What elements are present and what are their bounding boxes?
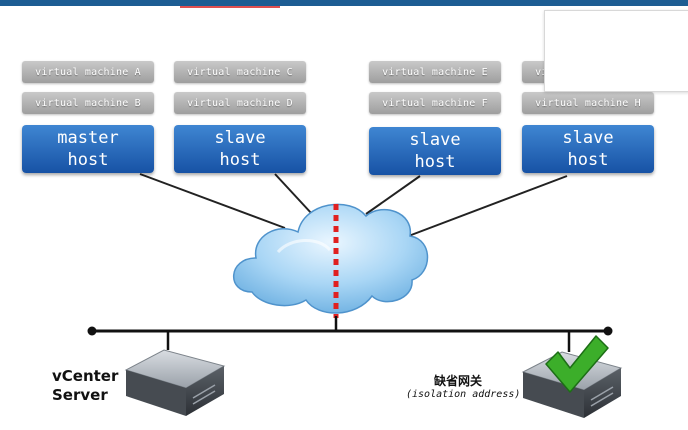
bus-end-right <box>603 326 613 336</box>
top-bar-accent <box>180 6 280 8</box>
host-label-line2: host <box>67 150 109 170</box>
top-bar <box>0 0 688 6</box>
vm-label-h: virtual machine H <box>522 92 654 114</box>
host-label-line1: slave <box>562 128 614 148</box>
vm-label-d: virtual machine D <box>174 92 306 114</box>
overlay-popup <box>544 10 688 92</box>
slave-host-2: slave host <box>369 127 501 175</box>
host-label-line1: slave <box>409 130 461 150</box>
host-label-line1: master <box>57 128 119 148</box>
vm-label-b: virtual machine B <box>22 92 154 114</box>
bus-end-left <box>87 326 97 336</box>
vcenter-server-label: vCenter Server <box>52 367 118 405</box>
slave-host-3: slave host <box>522 125 654 173</box>
host-label-line2: host <box>414 152 456 172</box>
host-label-line2: host <box>219 150 261 170</box>
vm-label-f: virtual machine F <box>369 92 501 114</box>
host-label-line2: host <box>567 150 609 170</box>
vm-label-c: virtual machine C <box>174 61 306 83</box>
link-slave3-cloud <box>397 175 568 241</box>
slave-host-1: slave host <box>174 125 306 173</box>
link-slave2-cloud <box>365 175 421 215</box>
vm-label-a: virtual machine A <box>22 61 154 83</box>
master-host: master host <box>22 125 154 173</box>
network-cloud-icon <box>233 203 429 314</box>
host-label-line1: slave <box>214 128 266 148</box>
vcenter-label-line2: Server <box>52 386 108 404</box>
vm-label-e: virtual machine E <box>369 61 501 83</box>
link-slave1-cloud <box>274 173 313 215</box>
check-icon <box>545 335 609 393</box>
default-gateway-label: 缺省网关 <box>434 374 483 388</box>
link-master-cloud <box>139 173 286 229</box>
vcenter-label-line1: vCenter <box>52 367 119 385</box>
server-icon <box>124 349 226 416</box>
isolation-address-label: (isolation address) <box>406 389 521 400</box>
